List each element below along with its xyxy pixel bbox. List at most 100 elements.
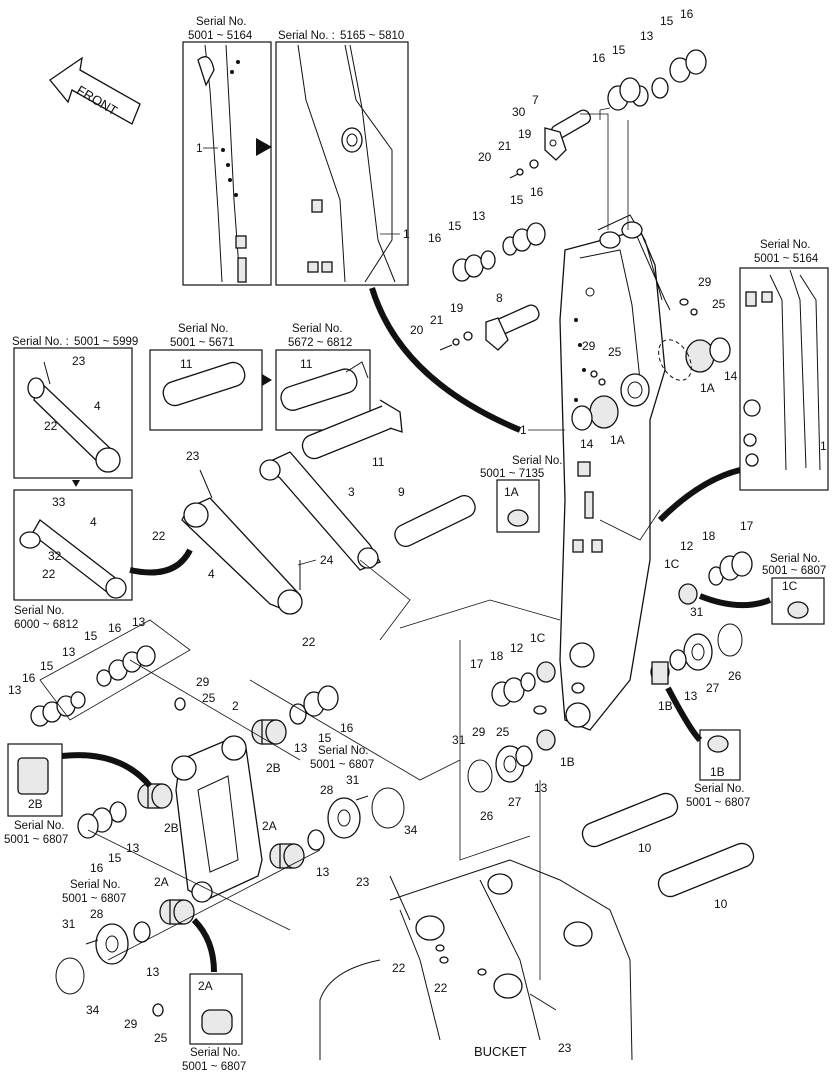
callout-2: 2 <box>232 699 239 713</box>
callout-15g: 15 <box>318 731 332 745</box>
inset-serial-5001-5164-top <box>182 41 272 286</box>
bushing-2a-right <box>269 829 325 869</box>
bucket <box>319 859 633 1061</box>
serial-caption-b: Serial No. : <box>278 30 335 42</box>
washer-stack-left <box>30 645 156 727</box>
callout-17b: 17 <box>470 657 484 671</box>
callout-16h: 16 <box>90 861 104 875</box>
callout-11a: 11 <box>180 357 193 371</box>
serial-range-2b: 5001 ~ 6807 <box>4 834 68 846</box>
callout-13g: 13 <box>126 841 140 855</box>
callout-16a: 16 <box>680 7 694 21</box>
leader-curve-right <box>657 467 741 523</box>
callout-16e: 16 <box>108 621 122 635</box>
serial-range-pin-a: 5001 ~ 5671 <box>170 337 234 349</box>
callout-4b: 4 <box>90 515 97 529</box>
callout-1a-box: 1A <box>504 485 519 499</box>
callout-21a: 21 <box>498 139 512 153</box>
callout-14b: 14 <box>580 437 594 451</box>
callout-31d: 31 <box>452 733 466 747</box>
callout-13c: 13 <box>132 615 146 629</box>
inset-serial-5165-5810 <box>275 41 409 286</box>
serial-range-link-lower: 6000 ~ 6812 <box>14 619 78 631</box>
washer-stack-top-right <box>607 49 707 111</box>
pin-8 <box>485 304 540 351</box>
serial-caption-1a: Serial No. <box>512 455 563 467</box>
plate-27-right <box>650 623 743 685</box>
callout-25d: 25 <box>154 1031 168 1045</box>
callout-20a: 20 <box>478 150 492 164</box>
pin-11 <box>301 399 403 460</box>
callout-16c: 16 <box>530 185 544 199</box>
callout-2b-box: 2B <box>28 797 43 811</box>
serial-caption-1b: Serial No. <box>694 783 745 795</box>
callout-19a: 19 <box>518 127 532 141</box>
serial-range-pin-b: 5672 ~ 6812 <box>288 337 352 349</box>
washers-1c-right <box>678 551 753 605</box>
serial-range-2a: 5001 ~ 6807 <box>182 1061 246 1073</box>
inset-link-4-upper <box>13 347 133 479</box>
link-2 <box>171 735 263 903</box>
callout-16g: 16 <box>340 721 354 735</box>
front-arrow: FRONT <box>49 56 141 125</box>
serial-caption-pin-a: Serial No. <box>178 323 229 335</box>
serial-caption-right: Serial No. <box>760 239 811 251</box>
callout-29e: 29 <box>472 725 486 739</box>
bushing-2b-right <box>251 685 339 745</box>
serial-range-28b: 5001 ~ 6807 <box>62 893 126 905</box>
callout-11b: 11 <box>300 357 313 371</box>
callout-29a: 29 <box>698 275 712 289</box>
callout-22f: 22 <box>434 981 448 995</box>
callout-34b: 34 <box>86 1003 100 1017</box>
callout-23a: 23 <box>72 354 86 368</box>
callout-15b: 15 <box>612 43 626 57</box>
callout-1c-b: 1C <box>530 631 546 645</box>
callout-25e: 25 <box>496 725 510 739</box>
callout-15h: 15 <box>108 851 122 865</box>
callout-15d: 15 <box>448 219 462 233</box>
callout-33: 33 <box>52 495 66 509</box>
callout-27a: 27 <box>706 681 720 695</box>
callout-21b: 21 <box>430 313 444 327</box>
callout-2b-a: 2B <box>266 761 281 775</box>
callout-32: 32 <box>48 549 62 563</box>
serial-caption-1c: Serial No. <box>770 553 821 565</box>
serial-range-1b: 5001 ~ 6807 <box>686 797 750 809</box>
serial-caption-link-upper: Serial No. : <box>12 336 69 348</box>
callout-22a: 22 <box>44 419 58 433</box>
pin-7 <box>544 109 592 161</box>
callout-9: 9 <box>398 485 405 499</box>
callout-1-main: 1 <box>520 423 527 437</box>
callout-1-right: 1 <box>820 439 827 453</box>
boom-arm-part-1 <box>559 214 671 731</box>
serial-caption-2b: Serial No. <box>14 820 65 832</box>
serial-range-b: 5165 ~ 5810 <box>340 30 404 42</box>
bucket-label: BUCKET <box>474 1044 527 1059</box>
callout-13f: 13 <box>294 741 308 755</box>
callout-16b: 16 <box>592 51 606 65</box>
serial-caption-2a: Serial No. <box>190 1047 241 1059</box>
inset-pin-11-a <box>149 349 263 431</box>
callout-13b: 13 <box>472 209 486 223</box>
callout-34a: 34 <box>404 823 418 837</box>
serial-range-1a: 5001 ~ 7135 <box>480 468 544 480</box>
callout-13h: 13 <box>316 865 330 879</box>
serial-caption-a: Serial No. <box>196 16 247 28</box>
callout-2a-box: 2A <box>198 979 213 993</box>
callout-29d: 29 <box>124 1017 138 1031</box>
bushing-1a-right <box>685 337 731 373</box>
callout-22b: 22 <box>42 567 56 581</box>
callout-1b: 1 <box>403 227 410 241</box>
callout-13k: 13 <box>534 781 548 795</box>
bushing-1a-left <box>571 395 619 431</box>
callout-18b: 18 <box>490 649 504 663</box>
callout-13i: 13 <box>146 965 160 979</box>
washer-stack-mid <box>452 222 546 282</box>
link-3 <box>259 451 381 571</box>
callout-20b: 20 <box>410 323 424 337</box>
construction-lines <box>39 113 609 980</box>
callout-13e: 13 <box>8 683 22 697</box>
callout-15e: 15 <box>84 629 98 643</box>
callout-4c: 4 <box>208 567 215 581</box>
plate-28-right <box>327 787 405 839</box>
